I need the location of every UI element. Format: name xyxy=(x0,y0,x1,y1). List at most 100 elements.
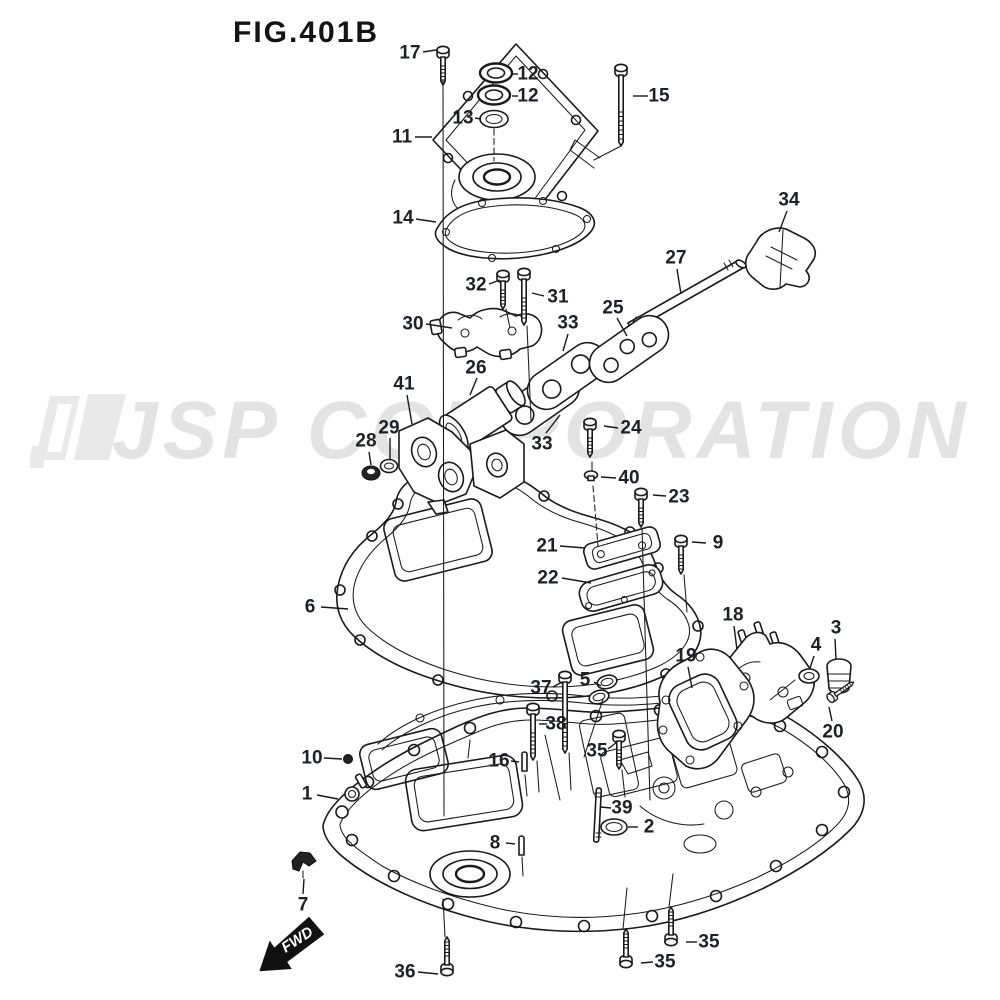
callout-number-15-5: 15 xyxy=(648,86,670,107)
fwd-arrow: FWD xyxy=(259,916,325,972)
callout-leader-5-30 xyxy=(593,681,602,687)
callout-number-35-43: 35 xyxy=(698,932,720,953)
callout-leader-1-36 xyxy=(316,794,339,800)
callout-number-6-25: 6 xyxy=(305,597,316,618)
callout-leader-18-26 xyxy=(733,625,738,651)
callout-leader-28-17 xyxy=(368,451,372,466)
callout-number-35-42: 35 xyxy=(654,952,676,973)
part-35-bolt-left xyxy=(619,928,633,969)
part-8-pin xyxy=(518,835,525,856)
callout-leader-35-42 xyxy=(640,961,654,964)
callout-number-16-34: 16 xyxy=(488,751,509,772)
part-17-bolt xyxy=(436,45,450,86)
callout-leader-35-33 xyxy=(607,741,618,750)
figure-title: FIG.401B xyxy=(233,16,380,49)
part-25-plate xyxy=(588,314,670,384)
callout-number-12-2: 12 xyxy=(517,86,538,107)
callout-number-22-24: 22 xyxy=(537,568,558,589)
callout-leader-31-10 xyxy=(531,292,545,297)
callout-leader-14-6 xyxy=(415,218,437,223)
callout-number-33-19: 33 xyxy=(531,434,552,455)
callout-number-32-9: 32 xyxy=(465,275,486,296)
callout-number-26-14: 26 xyxy=(465,358,486,379)
callout-number-27-8: 27 xyxy=(665,248,686,269)
callout-number-35-33: 35 xyxy=(586,741,608,762)
part-19-gasket xyxy=(656,648,755,770)
part-41-bracket xyxy=(398,417,525,515)
callout-number-11-4: 11 xyxy=(392,127,413,148)
part-32-bolt xyxy=(496,269,510,310)
callout-number-24-18: 24 xyxy=(620,418,642,439)
callout-leader-30-12 xyxy=(425,323,453,329)
assembly-guide-lines xyxy=(442,79,688,938)
callout-leader-34-7 xyxy=(778,210,788,233)
part-16-pin xyxy=(521,751,528,772)
part-39-stud xyxy=(592,787,603,843)
callout-number-3-27: 3 xyxy=(831,618,842,639)
callout-leader-33-13 xyxy=(562,333,569,352)
callout-number-20-44: 20 xyxy=(822,722,843,743)
callout-leader-32-9 xyxy=(488,279,501,285)
callout-leader-22-24 xyxy=(561,577,592,584)
callout-number-33-13: 33 xyxy=(557,313,578,334)
callout-leader-10-35 xyxy=(323,757,343,760)
callout-number-10-35: 10 xyxy=(301,748,322,769)
callout-number-13-3: 13 xyxy=(452,108,473,129)
callout-number-36-41: 36 xyxy=(394,962,415,983)
callout-leader-20-44 xyxy=(828,706,833,722)
callout-leader-3-27 xyxy=(834,638,837,660)
part-15-bolt xyxy=(593,63,628,161)
callout-number-30-12: 30 xyxy=(402,314,423,335)
callout-number-31-10: 31 xyxy=(547,287,569,308)
callout-number-40-20: 40 xyxy=(618,468,639,489)
callout-leader-39-37 xyxy=(600,806,612,809)
callout-number-28-17: 28 xyxy=(355,431,376,452)
part-29-washer xyxy=(379,458,399,474)
callout-number-5-30: 5 xyxy=(580,670,591,691)
callout-number-25-11: 25 xyxy=(602,298,624,319)
callout-number-34-7: 34 xyxy=(778,190,800,211)
callout-leader-24-18 xyxy=(603,425,619,429)
part-30-bracket xyxy=(429,307,543,361)
part-12-seal-upper xyxy=(478,62,514,84)
part-40-grommet xyxy=(583,470,599,482)
callout-number-9-22: 9 xyxy=(713,533,724,554)
callout-leader-37-31 xyxy=(552,681,563,688)
callout-number-7-40: 7 xyxy=(298,895,309,916)
callout-number-21-23: 21 xyxy=(536,536,558,557)
callout-number-29-16: 29 xyxy=(378,418,399,439)
callout-leader-21-23 xyxy=(559,545,586,549)
callout-number-14-6: 14 xyxy=(392,208,414,229)
part-1-engine-holder xyxy=(322,700,865,933)
part-9-bolt xyxy=(674,534,688,575)
callout-leader-13-3 xyxy=(474,117,482,120)
part-34-clamp xyxy=(744,227,816,290)
part-23-bolt xyxy=(634,487,648,528)
callout-number-41-15: 41 xyxy=(393,374,415,395)
callout-leader-41-15 xyxy=(406,394,413,425)
callout-leader-8-39 xyxy=(505,842,516,845)
callout-leader-36-41 xyxy=(417,971,439,975)
part-4-washer xyxy=(798,668,820,684)
callout-leader-19-28 xyxy=(687,666,693,689)
part-24-bolt xyxy=(583,417,597,458)
callout-number-39-37: 39 xyxy=(611,798,632,819)
callout-leader-27-8 xyxy=(676,268,682,295)
callout-number-17-0: 17 xyxy=(399,43,420,64)
callout-leader-7-40 xyxy=(302,878,305,895)
callout-number-8-39: 8 xyxy=(490,833,501,854)
part-12-seal-lower xyxy=(476,84,512,106)
part-3-cap xyxy=(826,658,852,694)
callout-leader-23-21 xyxy=(652,494,667,497)
callout-leader-4-29 xyxy=(809,655,815,669)
callout-number-19-28: 19 xyxy=(675,646,696,667)
callout-leader-25-11 xyxy=(616,317,628,337)
part-10-plug xyxy=(343,754,353,764)
part-22-valve-gasket xyxy=(578,564,664,612)
part-7-anode xyxy=(291,851,317,879)
part-2-oring xyxy=(600,818,628,836)
callout-leader-26-14 xyxy=(469,377,478,396)
